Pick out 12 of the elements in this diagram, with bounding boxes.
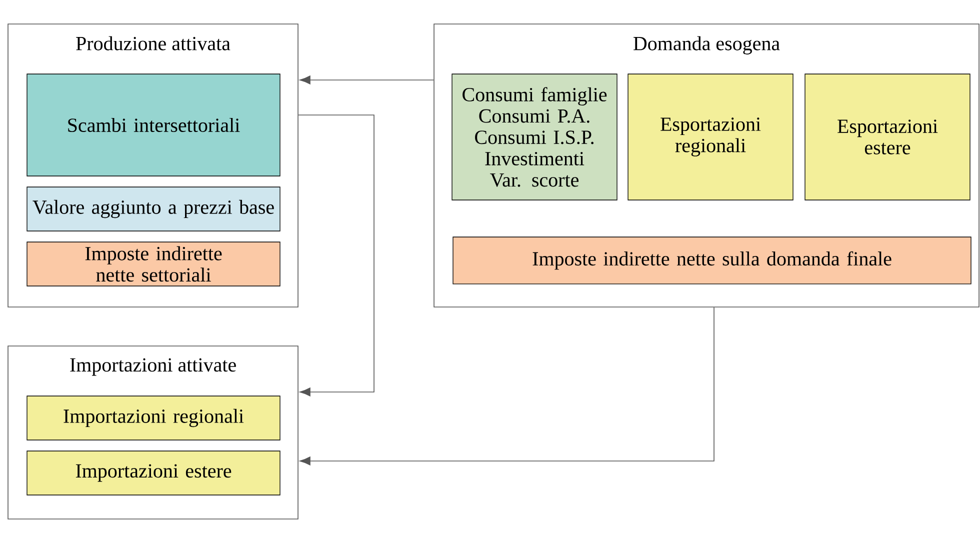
arrow [300,307,714,466]
arrow [300,76,434,84]
process-box: Imposte indirette nette settoriali [26,242,280,286]
process-box: Importazioni regionali [26,396,280,440]
arrow [298,114,374,396]
process-box: Esportazioni estere [804,74,970,200]
process-box: Imposte indirette nette sulla domanda finale [452,236,972,284]
process-box: Valore aggiunto a prezzi base [26,186,280,232]
process-box: Importazioni estere [26,450,280,496]
process-box: Scambi intersettoriali [26,74,280,176]
process-box: Consumi famiglie Consumi P.A. Consumi I.S.P. Investimenti Var. scorte [452,74,618,200]
process-box: Esportazioni regionali [628,74,794,200]
